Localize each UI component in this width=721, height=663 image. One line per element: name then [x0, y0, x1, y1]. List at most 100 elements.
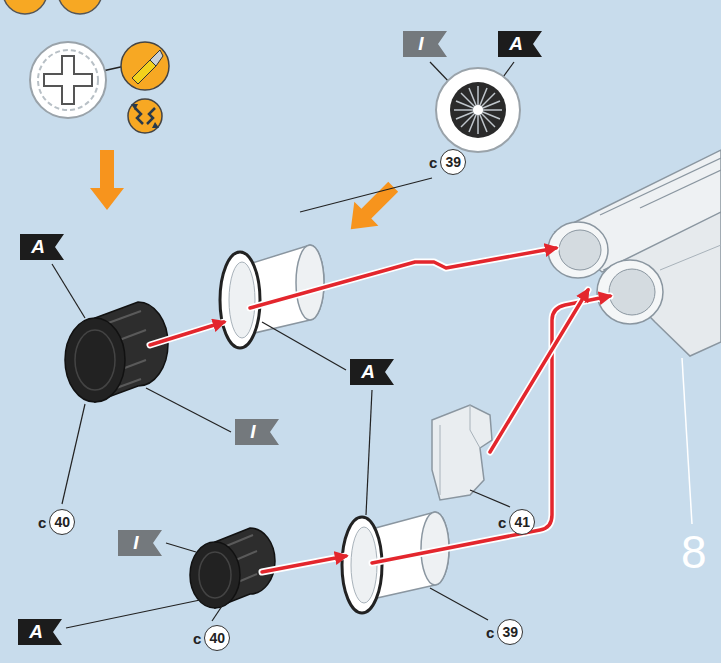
tube-part — [559, 230, 601, 270]
marker-flag: A — [18, 619, 62, 645]
cap-part — [190, 528, 275, 608]
cap-inset — [454, 86, 502, 134]
cut-disc — [30, 42, 125, 118]
cap-inset — [461, 93, 495, 127]
callout-circle: 40 — [49, 509, 75, 535]
clip-part — [432, 405, 492, 500]
callout-number: c39 — [486, 619, 523, 645]
partial-icon — [3, 0, 47, 14]
assembly-arrow — [262, 556, 346, 572]
cut-disc — [38, 50, 98, 110]
tube-part — [640, 170, 721, 208]
flag-letter: I — [403, 31, 447, 57]
tube-part — [609, 269, 655, 315]
flag-shape — [235, 419, 279, 445]
cap-part — [75, 330, 115, 390]
flag-shape — [403, 31, 447, 57]
tube-part — [660, 245, 721, 270]
leader-line — [212, 606, 222, 621]
assembly-arrow — [250, 248, 556, 308]
flag-letter: A — [18, 619, 62, 645]
tube-part — [682, 358, 692, 524]
cup-part — [220, 252, 260, 348]
orange-arrow — [339, 175, 405, 241]
callout-number: c40 — [38, 509, 75, 535]
callout-number: c39 — [429, 149, 466, 175]
knife-icon — [132, 60, 156, 84]
partial-icon — [58, 0, 102, 14]
callout-circle: 40 — [204, 625, 230, 651]
leader-line — [52, 264, 85, 318]
marker-flag: A — [20, 234, 64, 260]
leader-line — [300, 178, 432, 212]
cup-part — [220, 245, 324, 348]
flag-shape — [235, 419, 279, 445]
cup-part — [342, 512, 449, 613]
assembly-arrow — [262, 556, 346, 572]
cap-inset — [430, 62, 520, 152]
callout-prefix: c — [498, 514, 506, 531]
tube-part — [600, 158, 721, 215]
cup-part — [296, 245, 324, 320]
tube-part — [548, 150, 721, 524]
cut-disc — [30, 42, 106, 118]
callout-prefix: c — [429, 154, 437, 171]
orange-arrow — [90, 150, 405, 241]
flag-letter: I — [118, 530, 162, 556]
cap-inset — [456, 101, 500, 119]
flag-shape — [118, 530, 162, 556]
marker-flag: I — [235, 419, 279, 445]
callout-number: c40 — [193, 625, 230, 651]
orange-arrow — [90, 150, 124, 210]
cap-part — [199, 552, 231, 598]
clip-part — [440, 405, 480, 495]
flag-letter: A — [350, 359, 394, 385]
callout-prefix: c — [38, 514, 46, 531]
callout-prefix: c — [486, 624, 494, 641]
marker-flag: I — [403, 31, 447, 57]
flag-shape — [20, 234, 64, 260]
cap-inset — [456, 101, 500, 119]
flag-shape — [18, 619, 62, 645]
cap-part — [190, 542, 240, 608]
cap-part — [65, 302, 168, 402]
cap-inset — [469, 88, 487, 132]
flag-shape — [403, 31, 447, 57]
partial-icon — [3, 0, 102, 14]
assembly-arrow — [490, 290, 588, 452]
callout-circle: 39 — [440, 149, 466, 175]
callout-circle: 41 — [509, 509, 535, 535]
marker-flag: A — [498, 31, 542, 57]
leader-line — [430, 588, 488, 620]
leader-line — [52, 178, 510, 628]
tube-part — [597, 260, 663, 324]
cap-inset — [473, 105, 483, 115]
callout-number: c41 — [498, 509, 535, 535]
twist-icon — [152, 122, 159, 128]
cut-disc — [44, 56, 92, 104]
assembly-arrow — [250, 248, 556, 308]
callout-circle: 39 — [497, 619, 523, 645]
flag-shape — [350, 359, 394, 385]
leader-line — [66, 600, 200, 628]
twist-icon — [135, 108, 155, 124]
cap-part — [65, 318, 125, 402]
twist-icon — [131, 104, 138, 110]
flag-shape — [118, 530, 162, 556]
flag-letter: I — [235, 419, 279, 445]
leader-line — [62, 404, 85, 504]
flag-letter: A — [498, 31, 542, 57]
assembly-arrow — [150, 322, 224, 345]
flag-shape — [498, 31, 542, 57]
marker-flag: I — [118, 530, 162, 556]
knife-icon — [121, 42, 169, 90]
leader-line — [146, 388, 231, 432]
cap-inset — [469, 88, 487, 132]
knife-icon — [150, 50, 163, 66]
assembly-arrow — [490, 290, 588, 452]
twist-icon — [128, 99, 162, 133]
assembly-arrow — [372, 296, 610, 563]
clip-part — [432, 405, 492, 500]
